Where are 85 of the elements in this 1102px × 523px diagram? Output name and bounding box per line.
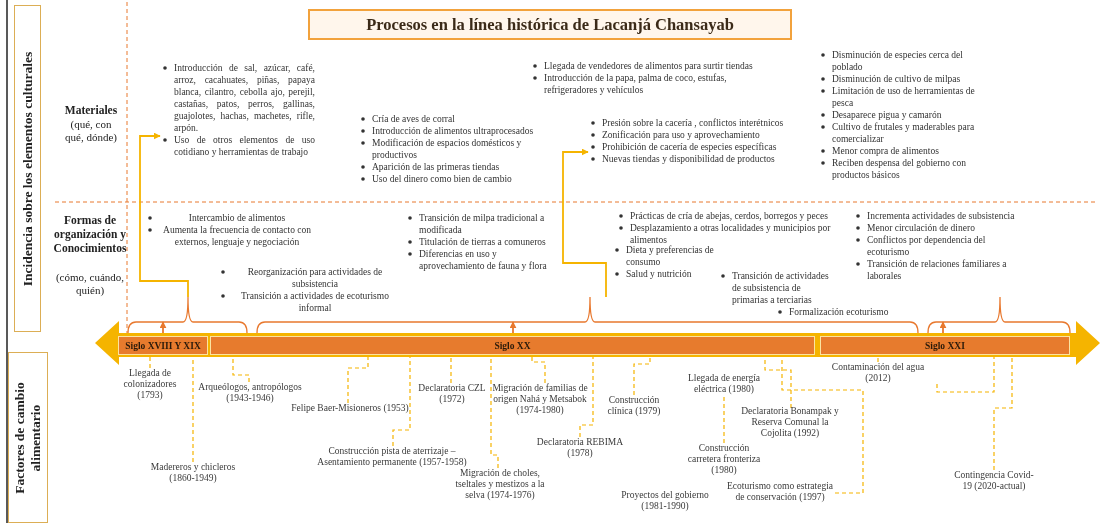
list-item: Transición de relaciones familiares a laborales — [867, 259, 1007, 281]
list-item: Aparición de las primeras tiendas — [372, 162, 500, 172]
row-heading: Formas de organización y Conocimientos — [52, 213, 128, 255]
leader-line — [723, 394, 725, 444]
arrow — [139, 132, 189, 298]
row-subheading: (cómo, cuándo, quién) — [54, 271, 126, 297]
event-label: Ecoturismo como estrategia de conservación (1997) — [725, 481, 835, 503]
leader-line — [149, 356, 151, 369]
list-item: Uso de otros elementos de uso cotidiano y herramientas de trabajo — [174, 135, 315, 157]
century-bar — [118, 336, 208, 355]
event-label: Construcción carretera fronteriza (1980) — [684, 443, 764, 476]
event-label: Arqueólogos, antropólogos (1943-1946) — [190, 382, 310, 404]
century-label: Siglo XVIII Y XIX — [125, 339, 201, 352]
side-panel — [14, 5, 41, 332]
list-item: Llegada de vendedores de alimentos para surtir tiendas — [544, 61, 753, 71]
event-label: Construcción pista de aterrizaje – Asentamiento permanente (1957-1958) — [317, 446, 467, 468]
century-bar — [210, 336, 815, 355]
list-item: Formalización ecoturismo — [789, 307, 889, 317]
event-label: Construcción clínica (1979) — [599, 395, 669, 417]
list-item: Reorganización para actividades de subsistencia — [247, 267, 383, 289]
list-item: Introducción de alimentos ultraprocesados — [372, 126, 534, 136]
list-item: Cultivo de frutales y maderables para comercializar — [832, 122, 975, 144]
event-label: Madereros y chicleros (1860-1949) — [138, 462, 248, 484]
list-item: Cría de aves de corral — [372, 114, 455, 124]
leader-line — [232, 356, 250, 383]
list-item: Prácticas de cría de abejas, cerdos, borregos y peces — [630, 211, 828, 221]
list-item: Incrementa actividades de subsistencia — [867, 211, 1015, 221]
event-label: Contingencia Covid-19 (2020-actual) — [954, 470, 1034, 492]
list-item: Desaparece pigua y camarón — [832, 110, 942, 120]
leader-line — [347, 356, 369, 404]
brace — [128, 297, 247, 333]
event-label: Declaratoria CZL (1972) — [412, 383, 492, 405]
list-item: Presión sobre la cacería , conflictos interétnicos — [602, 118, 784, 128]
leader-line — [450, 356, 452, 384]
list-item: Diferencias en uso y aprovechamiento de fauna y flora — [419, 249, 547, 271]
event-label: Declaratoria Bonampak y Reserva Comunal la Cojolita (1992) — [735, 406, 845, 439]
leader-line — [993, 356, 1013, 471]
event-label: Felipe Baer-Misioneros (1953) — [290, 403, 410, 414]
row-subheading: (qué, con qué, dónde) — [64, 118, 118, 144]
event-label: Migración de familias de origen Nahá y Metsabok (1974-1980) — [490, 383, 590, 416]
list-item: Menor circulación de dinero — [867, 223, 975, 233]
list-item: Intercambio de alimentos — [188, 213, 286, 223]
list-item: Modificación de espacios domésticos y productivos — [372, 138, 522, 160]
event-label: Proyectos del gobierno (1981-1990) — [620, 490, 710, 512]
list-item: Conflictos por dependencia del ecoturismo — [867, 235, 986, 257]
list-item: Disminución de cultivo de milpas — [832, 74, 961, 84]
list-item: Titulación de tierras a comuneros — [419, 237, 546, 247]
list-item: Aumenta la frecuencia de contacto con externos, lenguaje y negociación — [163, 225, 311, 247]
list-item: Introducción de la papa, palma de coco, estufas, refrigeradores y vehículos — [544, 73, 727, 95]
event-label: Declaratoria REBIMA (1978) — [525, 437, 635, 459]
list-item: Zonificación para uso y aprovechamiento — [602, 130, 760, 140]
list-item: Transición de milpa tradicional a modificada — [419, 213, 545, 235]
list-item: Nuevas tiendas y disponibilidad de productos — [602, 154, 775, 164]
list-item: Dieta y preferencias de consumo — [626, 245, 714, 267]
event-label: Llegada de colonizadores (1793) — [110, 368, 190, 401]
list-item: Prohibición de cacería de especies específicas — [602, 142, 777, 152]
list-item: Introducción de sal, azúcar, café, arroz, cacahuates, piñas, papaya blanca, cilantro, cebolla ajo, perejil, castañas, patos, perros, gallinas, guajolotes, hachas, machetes, rifle, arpón. — [174, 63, 315, 133]
leader-line — [877, 356, 879, 363]
list-item: Salud y nutrición — [626, 269, 692, 279]
leader-line — [490, 356, 499, 469]
event-label: Migración de choles, tseltales y mestizos a la selva (1974-1976) — [445, 468, 555, 501]
century-bar — [820, 336, 1070, 355]
list-item: Desplazamiento a otras localidades y municipios por alimentos — [630, 223, 831, 245]
brace — [257, 297, 918, 333]
panel-title: Factores de cambio alimentario — [12, 380, 44, 496]
list-item: Reciben despensa del gobierno con productos básicos — [832, 158, 966, 180]
century-label: Siglo XX — [494, 339, 531, 352]
event-label: Llegada de energía eléctrica (1980) — [684, 373, 764, 395]
list-item: Transición de actividades de subsistencia de primarias a terciarias — [732, 271, 829, 305]
leader-line — [531, 356, 546, 384]
side-panel — [8, 352, 48, 523]
list-item: Disminución de especies cerca del poblado — [832, 50, 963, 72]
arrow — [562, 148, 607, 298]
brace — [928, 297, 1070, 333]
leader-line — [936, 356, 995, 393]
row-heading: Materiales — [63, 103, 119, 117]
list-item: Menor compra de alimentos — [832, 146, 939, 156]
century-label: Siglo XXI — [925, 339, 965, 352]
list-item: Limitación de uso de herramientas de pesca — [832, 86, 975, 108]
leader-line — [633, 356, 651, 396]
panel-title: Incidencia sobre los elementos culturales — [19, 50, 36, 288]
list-item: Transición a actividades de ecoturismo informal — [241, 291, 389, 313]
event-label: Contaminación del agua (2012) — [818, 362, 938, 384]
leader-line — [579, 356, 594, 438]
list-item: Uso del dinero como bien de cambio — [372, 174, 512, 184]
